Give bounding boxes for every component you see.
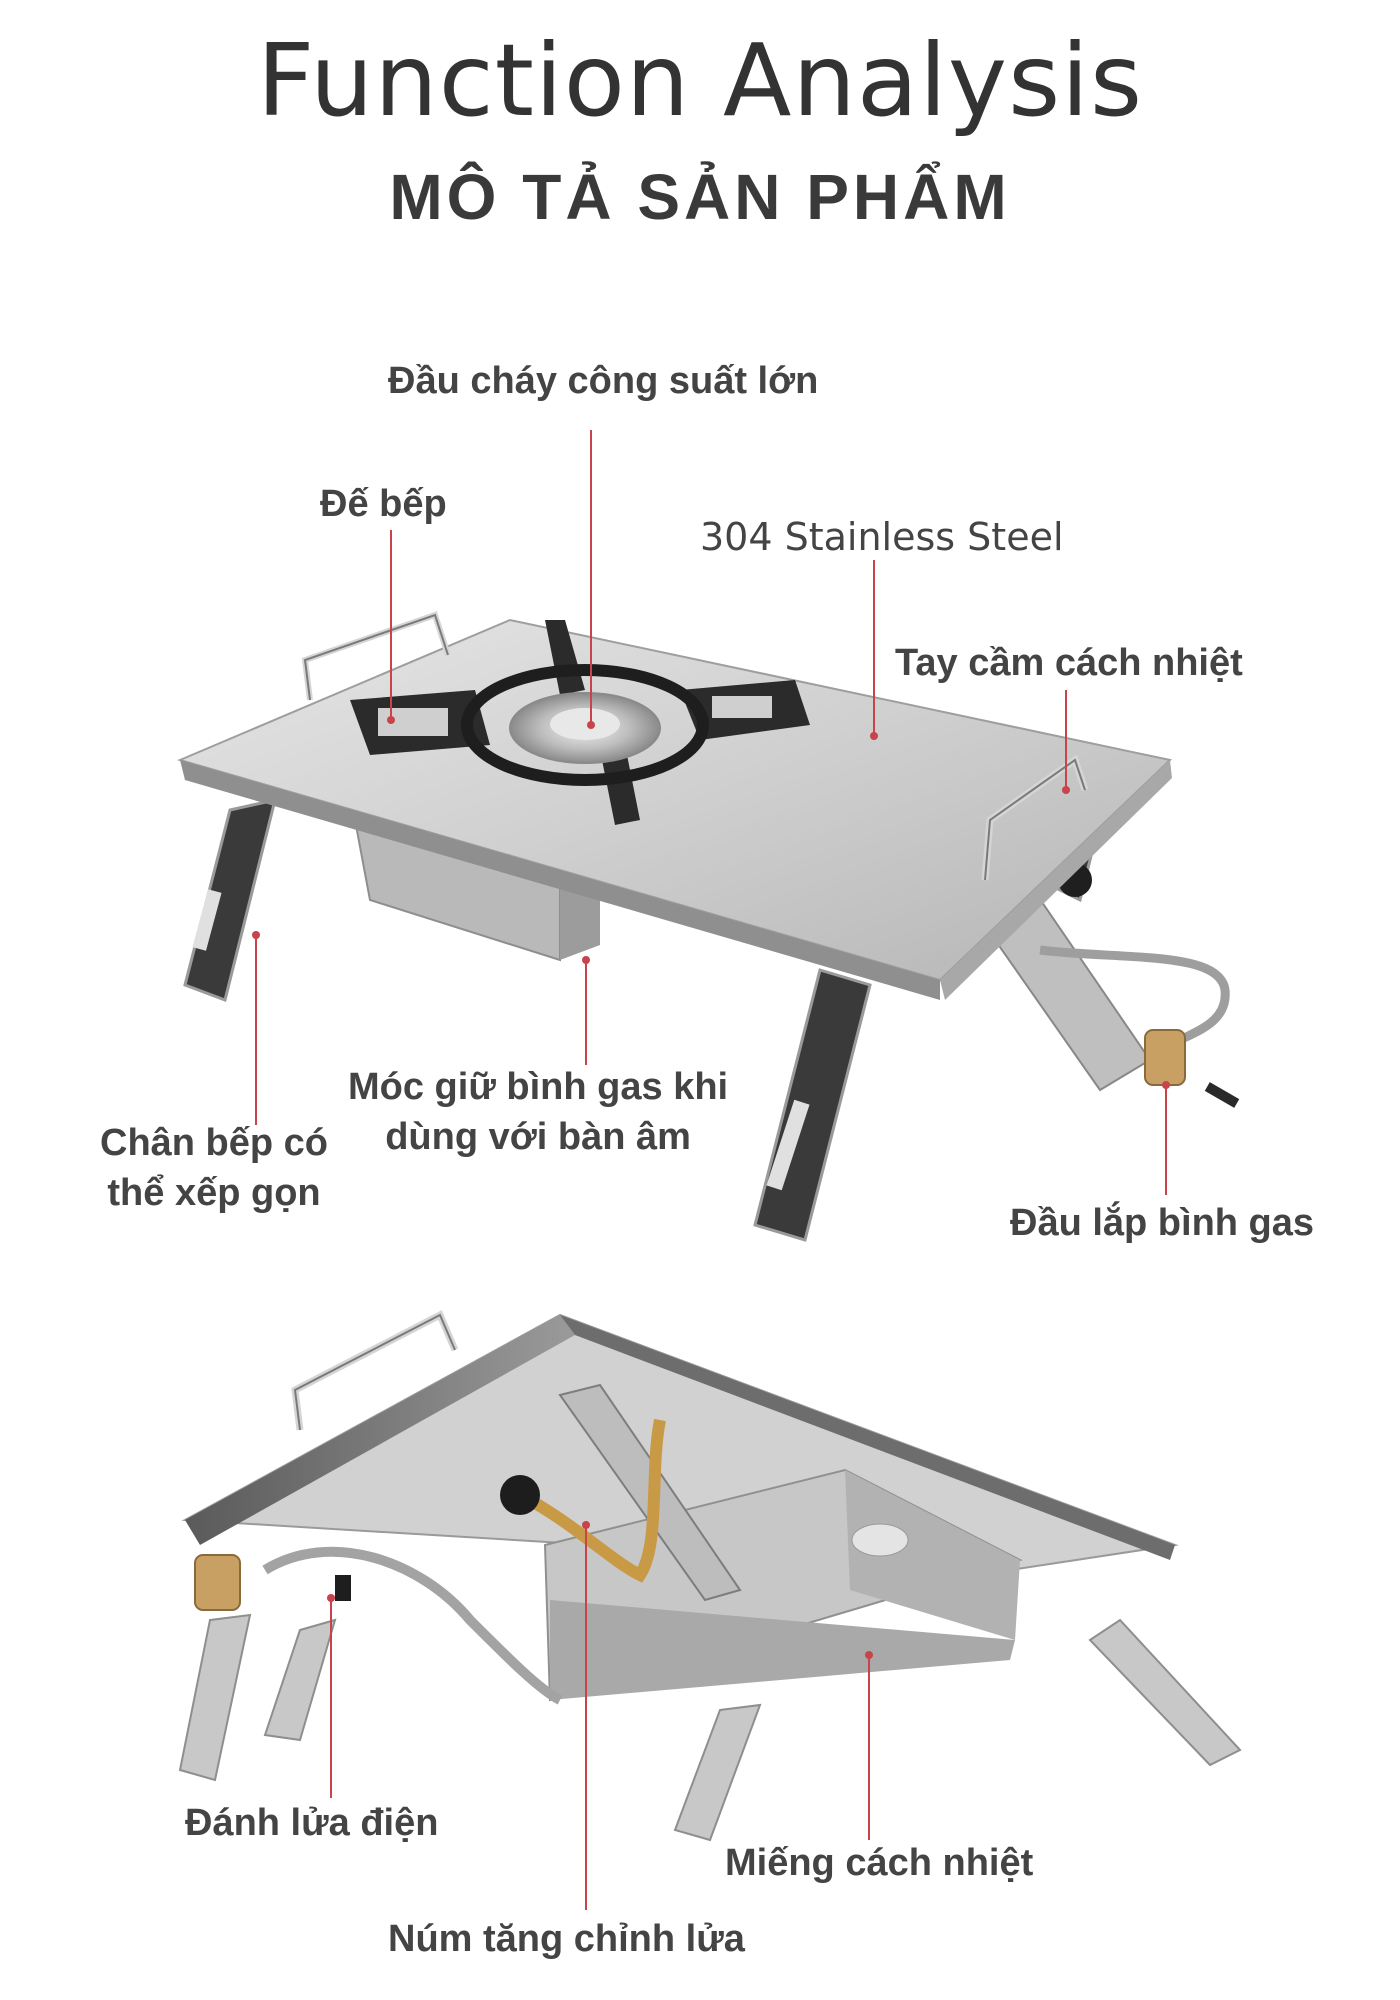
leader-gas-connector-dot	[1162, 1081, 1170, 1089]
leader-legs-dot	[252, 931, 260, 939]
label-handle: Tay cầm cách nhiệt	[895, 642, 1243, 684]
label-stand: Đế bếp	[320, 483, 447, 525]
leader-knob	[585, 1525, 587, 1910]
label-igniter: Đánh lửa điện	[185, 1802, 439, 1844]
label-legs: Chân bếp có thể xếp gọn	[100, 1122, 329, 1214]
leader-knob-dot	[582, 1521, 590, 1529]
leader-insulation-dot	[865, 1651, 873, 1659]
label-insulation: Miếng cách nhiệt	[725, 1842, 1034, 1884]
leader-stand-dot	[387, 716, 395, 724]
leader-steel-dot	[870, 732, 878, 740]
leader-igniter-dot	[327, 1594, 335, 1602]
leader-handle-dot	[1062, 786, 1070, 794]
stove-top-view	[177, 611, 1240, 1242]
label-gas-hook: Móc giữ bình gas khi dùng với bàn âm	[348, 1066, 729, 1158]
leader-insulation	[868, 1655, 870, 1840]
stove-underside-view	[178, 1310, 1242, 1842]
leader-stand	[390, 530, 392, 720]
leader-handle	[1065, 690, 1067, 790]
leader-igniter	[330, 1598, 332, 1798]
label-knob: Núm tăng chỉnh lửa	[388, 1918, 745, 1960]
leader-steel	[873, 560, 875, 736]
page-subtitle: MÔ TẢ SẢN PHẨM	[389, 161, 1011, 233]
leader-burner-dot	[587, 721, 595, 729]
page-title: Function Analysis	[256, 22, 1144, 139]
label-steel: 304 Stainless Steel	[700, 515, 1064, 559]
leader-legs	[255, 935, 257, 1125]
leader-gas-hook-dot	[582, 956, 590, 964]
label-burner: Đầu cháy công suất lớn	[388, 360, 819, 402]
leader-burner	[590, 430, 592, 725]
label-gas-connector: Đầu lắp bình gas	[1010, 1202, 1315, 1244]
leader-gas-hook	[585, 960, 587, 1065]
leader-gas-connector	[1165, 1085, 1167, 1195]
